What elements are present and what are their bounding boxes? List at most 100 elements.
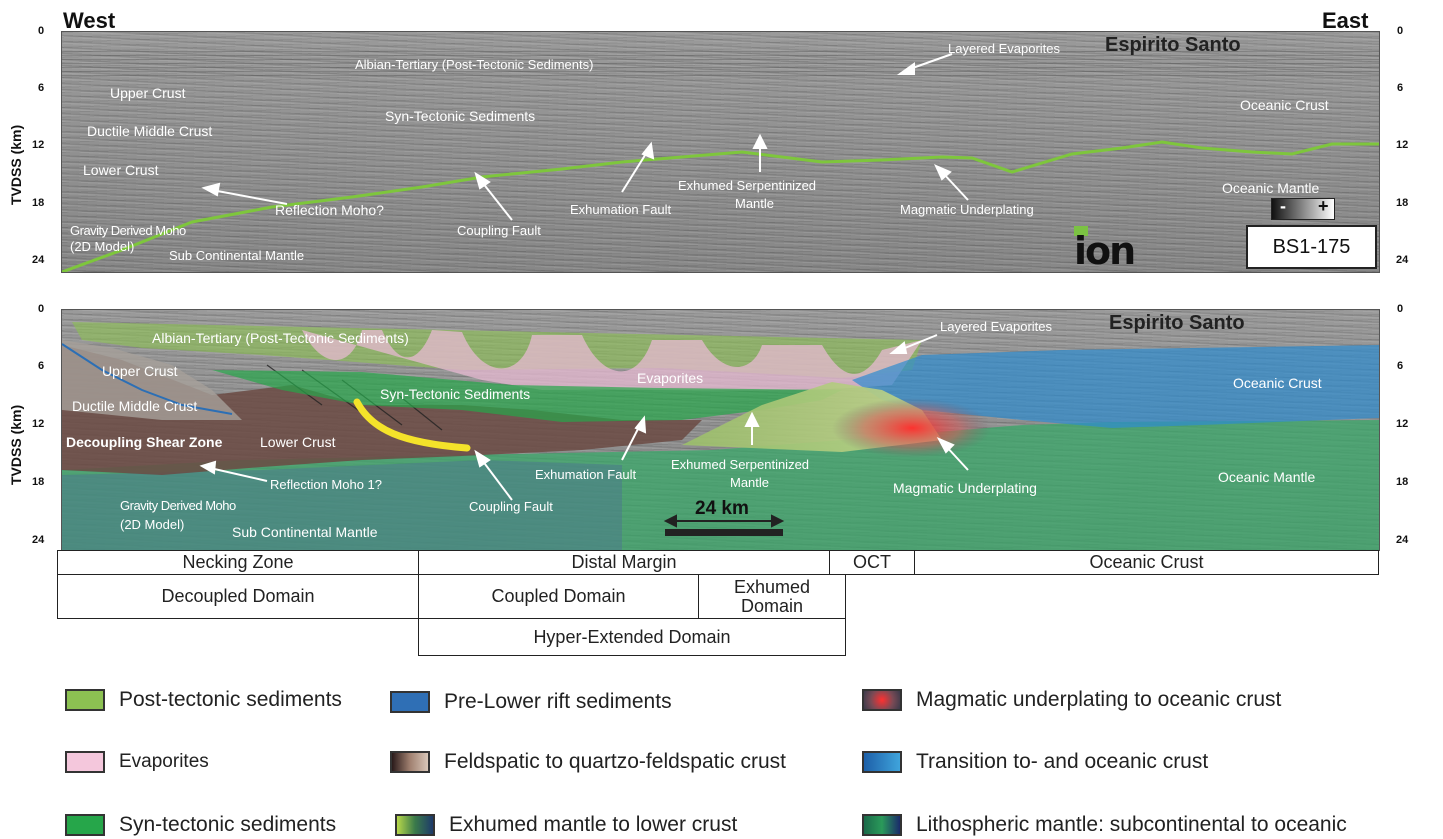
legend-item: Magmatic underplating to oceanic crust [862, 688, 1281, 712]
logo-accent [1074, 226, 1088, 236]
legend-swatch [862, 814, 902, 836]
legend-label: Pre-Lower rift sediments [444, 690, 672, 713]
east-label: East [1322, 8, 1369, 33]
legend-label: Evaporites [119, 751, 209, 772]
label-exhumed-serp-2: Mantle [735, 196, 775, 211]
plus-sign: + [1318, 196, 1329, 216]
label-oceanic-mantle: Oceanic Mantle [1218, 469, 1316, 485]
panel-title: Espirito Santo [1109, 312, 1245, 334]
syn-tectonic-sediments-area [212, 370, 842, 422]
tick: 12 [1396, 418, 1409, 430]
y-axis-title-bottom: TVDSS (km) [8, 404, 24, 485]
label-gravity-moho-1: Gravity Derived Moho [70, 223, 186, 238]
domain-coupled: Coupled Domain [418, 574, 699, 619]
legend-item: Feldspatic to quartzo-feldspatic crust [390, 750, 786, 774]
label-upper-crust: Upper Crust [110, 85, 186, 101]
legend-label: Exhumed mantle to lower crust [449, 813, 738, 836]
tick: 6 [1397, 82, 1404, 94]
label-ductile-middle-crust: Ductile Middle Crust [87, 123, 213, 139]
legend-swatch [65, 689, 105, 711]
label-gravity-moho-2: (2D Model) [120, 517, 185, 532]
tick: 12 [1396, 139, 1409, 151]
tick: 0 [38, 303, 45, 315]
tick: 24 [1396, 254, 1409, 266]
legend-swatch [862, 689, 902, 711]
label-syn-tectonic: Syn-Tectonic Sediments [385, 108, 536, 124]
label-gravity-moho-1: Gravity Derived Moho [120, 498, 236, 513]
label-coupling-fault: Coupling Fault [469, 499, 553, 514]
tick: 18 [1396, 197, 1409, 209]
label-lower-crust: Lower Crust [260, 434, 336, 450]
sub-continental-mantle-area [62, 460, 622, 550]
coupling-fault-line [353, 398, 471, 452]
legend-label: Magmatic underplating to oceanic crust [916, 688, 1282, 711]
label-layered-evaporites: Layered Evaporites [948, 41, 1061, 56]
scale-bar [663, 514, 785, 536]
interpreted-section-bottom: Albian-Tertiary (Post-Tectonic Sediments… [61, 309, 1380, 551]
oceanic-crust-area [852, 345, 1379, 428]
label-reflection-moho: Reflection Moho 1? [270, 477, 383, 492]
tick: 18 [1396, 476, 1409, 488]
evaporites-area [302, 330, 922, 391]
legend-item: Evaporites [65, 751, 209, 773]
label-layered-evaporites: Layered Evaporites [940, 319, 1053, 334]
label-oceanic-crust: Oceanic Crust [1233, 375, 1322, 391]
legend-swatch [65, 814, 105, 836]
legend-label: Post-tectonic sediments [119, 688, 342, 711]
legend-item: Lithospheric mantle: subcontinental to o… [862, 813, 1347, 837]
legend-swatch [395, 814, 435, 836]
legend-swatch [390, 751, 430, 773]
bottom-overlay-svg [62, 322, 1379, 550]
legend-item: Pre-Lower rift sediments [390, 690, 672, 714]
ion-logo: ion [1074, 229, 1136, 273]
label-syn-tectonic: Syn-Tectonic Sediments [380, 386, 531, 402]
magmatic-underplating-area [832, 398, 992, 458]
label-exhumation-fault: Exhumation Fault [570, 202, 672, 217]
domain-oct: OCT [829, 550, 915, 575]
legend-swatch [390, 691, 430, 713]
label-exhumed-serp-1: Exhumed Serpentinized [678, 178, 817, 193]
label-exhumation-fault: Exhumation Fault [535, 467, 637, 482]
label-oceanic-crust: Oceanic Crust [1240, 97, 1329, 113]
tick: 18 [32, 476, 45, 488]
label-decoupling-shear-zone: Decoupling Shear Zone [66, 434, 223, 450]
legend-label: Feldspatic to quartzo-feldspatic crust [444, 750, 786, 773]
label-scale: 24 km [695, 498, 749, 519]
tick: 0 [38, 25, 45, 37]
panel-title: Espirito Santo [1105, 34, 1241, 56]
label-exhumed-serp-1: Exhumed Serpentinized [671, 457, 810, 472]
tick: 0 [1397, 303, 1404, 315]
minus-sign: - [1280, 196, 1286, 216]
domain-oceanic-crust: Oceanic Crust [914, 550, 1379, 575]
legend-label: Lithospheric mantle: subcontinental to o… [916, 813, 1347, 836]
seismic-texture [62, 32, 1379, 272]
tick: 18 [32, 197, 45, 209]
legend-label: Syn-tectonic sediments [119, 813, 337, 836]
tick: 6 [1397, 360, 1404, 372]
label-evaporites: Evaporites [637, 370, 704, 386]
label-gravity-moho-2: (2D Model) [70, 239, 135, 254]
label-coupling-fault: Coupling Fault [457, 223, 541, 238]
west-label: West [63, 8, 116, 33]
legend-item: Transition to- and oceanic crust [862, 750, 1208, 774]
label-magmatic-underplating: Magmatic Underplating [900, 202, 1034, 217]
moho-line [62, 140, 1379, 272]
label-oceanic-mantle: Oceanic Mantle [1222, 180, 1320, 196]
top-overlay-svg [62, 53, 1379, 272]
label-albian-tertiary: Albian-Tertiary (Post-Tectonic Sediments… [355, 57, 594, 72]
label-sub-continental-mantle: Sub Continental Mantle [232, 524, 378, 540]
label-lower-crust: Lower Crust [83, 162, 159, 178]
label-exhumed-serp-2: Mantle [730, 475, 770, 490]
domain-exhumed: Exhumed Domain [698, 574, 846, 619]
seismic-section-top: Layered Evaporites Espirito Santo Albian… [61, 31, 1380, 273]
y-axis-title-top: TVDSS (km) [8, 124, 24, 205]
tick: 24 [32, 254, 45, 266]
legend-item: Post-tectonic sediments [65, 688, 342, 712]
label-reflection-moho: Reflection Moho? [275, 202, 384, 218]
tick: 24 [1396, 534, 1409, 546]
amplitude-scale: - + [1271, 196, 1335, 220]
salt-layer-band [62, 50, 1379, 76]
tick: 0 [1397, 25, 1404, 37]
tick: 6 [38, 82, 45, 94]
legend-item: Syn-tectonic sediments [65, 813, 336, 837]
